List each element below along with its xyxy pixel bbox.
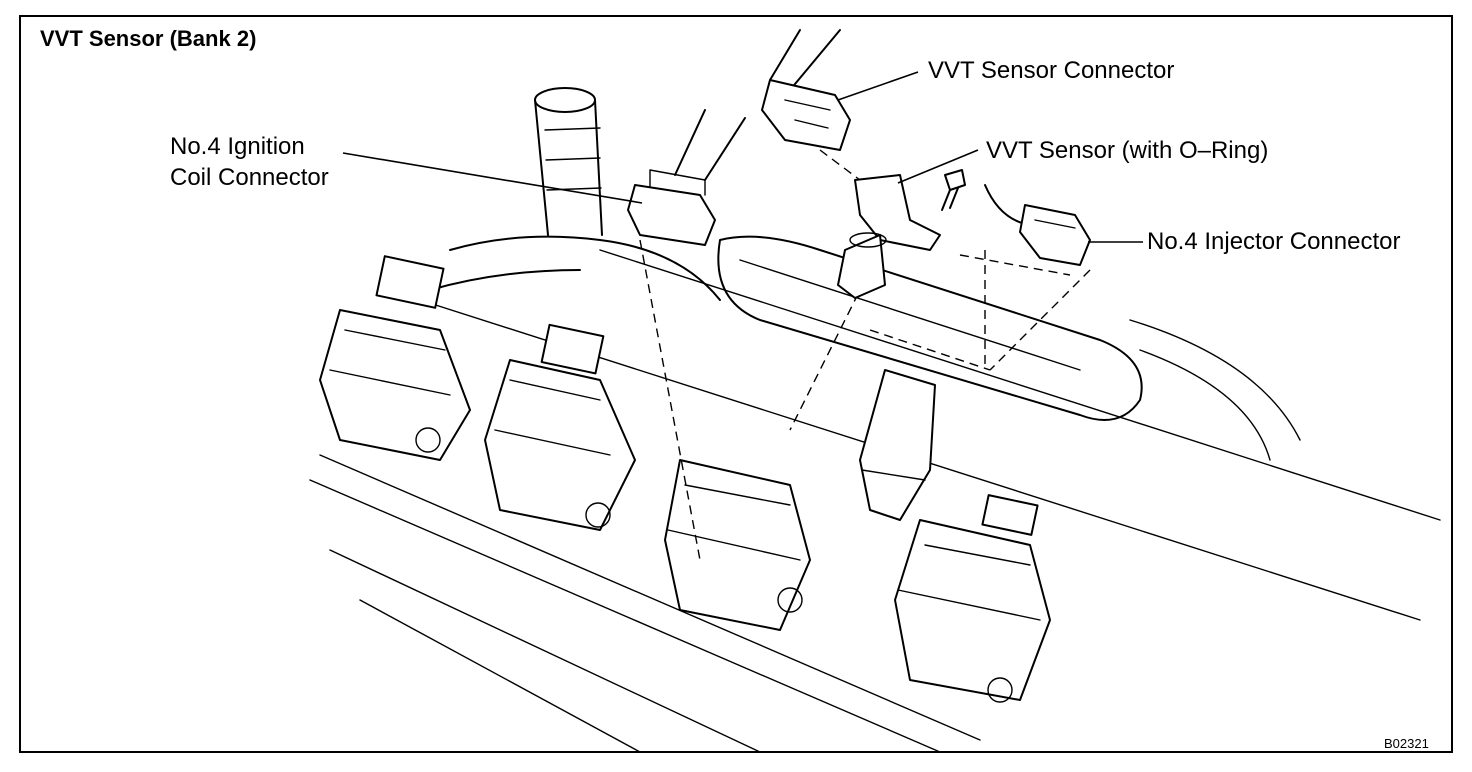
label-ignition-coil-line1: No.4 Ignition [170, 133, 305, 160]
diagram-frame [19, 15, 1453, 753]
label-injector-connector: No.4 Injector Connector [1147, 228, 1401, 255]
ignition-coil-4 [894, 494, 1051, 703]
injector-connector-part [1019, 204, 1091, 266]
assembly-guide-lines [639, 149, 1091, 561]
injector [859, 369, 936, 521]
wire-harness [429, 29, 1301, 461]
label-vvt-sensor: VVT Sensor (with O–Ring) [986, 137, 1269, 164]
ignition-coil-3 [664, 459, 811, 631]
mounting-bolt [941, 169, 966, 211]
label-ignition-coil-line2: Coil Connector [170, 164, 329, 191]
leader-lines [342, 71, 1143, 243]
ignition-coil-connector [627, 169, 716, 246]
fuel-rail [717, 235, 1143, 421]
vvt-sensor-connector-part [761, 79, 851, 151]
label-ignition-coil-connector: No.4 Ignition Coil Connector [170, 131, 329, 193]
ignition-coil-1 [319, 255, 471, 461]
ignition-coil-2 [484, 323, 636, 531]
label-vvt-sensor-connector: VVT Sensor Connector [928, 57, 1175, 84]
intake-pipe [534, 87, 603, 236]
figure-code: B02321 [1384, 736, 1429, 751]
diagram-title: VVT Sensor (Bank 2) [40, 26, 257, 51]
vvt-sensor-part [837, 174, 941, 299]
